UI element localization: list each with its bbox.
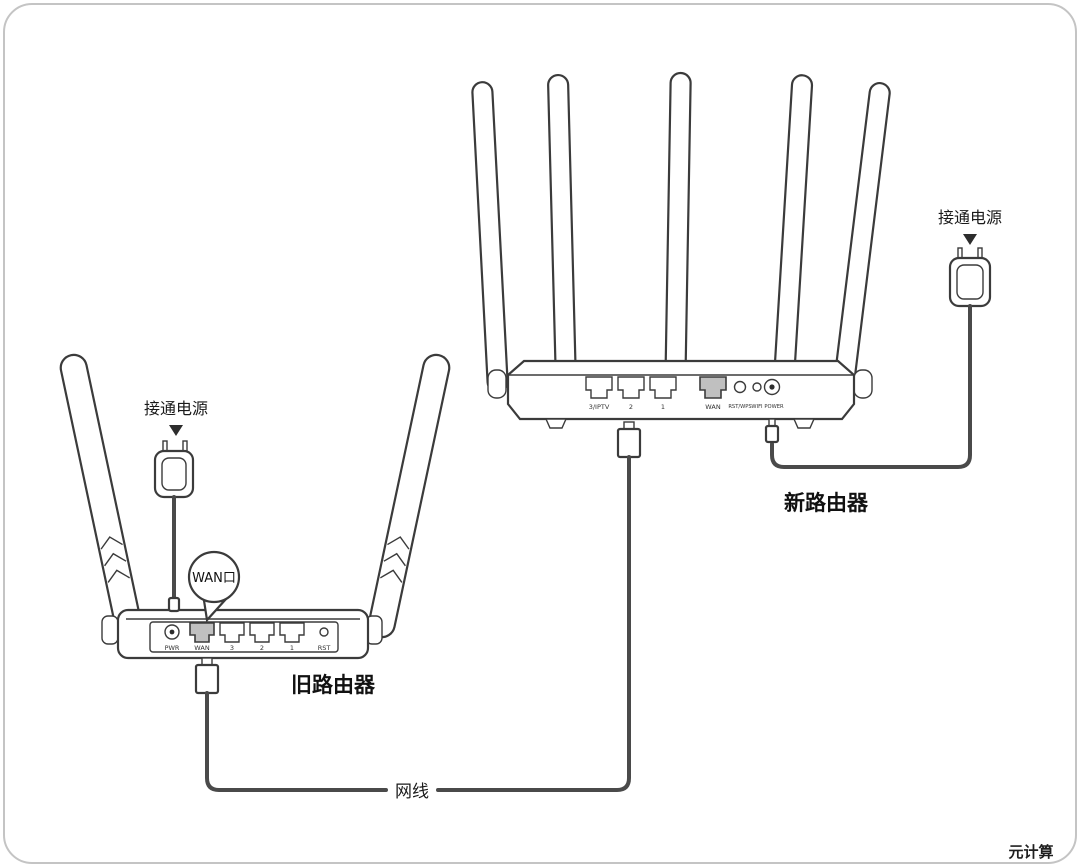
port-label: WAN [705, 403, 721, 411]
power-label: 接通电源 [144, 399, 208, 418]
new-router: 3/IPTV 2 1 WAN RST/WPS WIFI POWER 接通电源 新… [471, 71, 1002, 515]
watermark: 元计算 [1008, 843, 1053, 861]
lan-port-3 [585, 376, 613, 399]
port-label: POWER [764, 404, 784, 410]
old-router-name: 旧路由器 [291, 673, 376, 697]
antenna-icon [547, 73, 577, 392]
wan-port [189, 622, 215, 643]
signal-chevron-icon [387, 536, 410, 550]
wan-callout: WAN口 [187, 550, 241, 623]
port-label: 2 [629, 403, 633, 411]
port-label: 3/IPTV [589, 403, 610, 411]
lan-port-2 [617, 376, 645, 399]
power-cable [770, 304, 972, 469]
power-jack-pin [769, 384, 775, 390]
callout-bubble [187, 550, 241, 604]
old-router-ports: PWR WAN 3 2 1 RST [164, 622, 331, 652]
down-arrow-icon [963, 234, 977, 245]
port-label: 1 [290, 644, 294, 652]
antenna-hinge [853, 369, 873, 399]
new-router-body [506, 359, 856, 421]
port-label: PWR [165, 644, 180, 652]
port-label: WIFI [751, 404, 763, 410]
antenna-icon [833, 81, 891, 393]
callout-label: WAN口 [192, 571, 236, 586]
antenna-body [367, 353, 451, 639]
signal-chevron-icon [383, 552, 406, 567]
port-label: RST/WPS [728, 404, 751, 410]
wifi-button [752, 382, 762, 392]
antenna-icon [59, 353, 143, 639]
signal-chevron-icon [100, 536, 123, 550]
plug-body [616, 427, 642, 459]
port-label: 2 [260, 644, 264, 652]
antenna-icon [367, 353, 451, 639]
lan-port-1 [649, 376, 677, 399]
antenna-body [59, 353, 143, 639]
antenna-icon [772, 74, 814, 391]
power-adapter-inner [956, 264, 984, 300]
lan-port-1 [279, 622, 305, 643]
plug-body [194, 663, 220, 695]
down-arrow-icon [169, 425, 183, 436]
antenna-icon [664, 71, 692, 393]
lan-port-3 [219, 622, 245, 643]
rst-wps-button [733, 380, 747, 394]
page-border [3, 3, 1077, 864]
cable-segment [436, 455, 631, 792]
new-router-ports: 3/IPTV 2 1 WAN RST/WPS WIFI POWER [585, 376, 784, 411]
signal-chevron-icon [380, 569, 403, 583]
antenna-icon [471, 81, 509, 393]
network-cable: 网线 [205, 455, 631, 802]
antenna-hinge [101, 615, 119, 645]
cable-segment [205, 691, 388, 792]
cable-label: 网线 [395, 782, 429, 802]
ethernet-plug-icon [616, 421, 642, 459]
port-label: 1 [661, 403, 665, 411]
pwr-jack-pin [169, 629, 175, 635]
port-label: RST [318, 644, 331, 652]
signal-chevron-icon [104, 552, 127, 567]
wan-port [699, 376, 727, 399]
old-router-power-adapter: 接通电源 [144, 399, 208, 613]
antenna-hinge [487, 369, 507, 399]
old-router: PWR WAN 3 2 1 RST WAN口 接通电源 [59, 353, 451, 697]
signal-chevron-icon [107, 569, 130, 583]
power-adapter-inner [161, 457, 187, 491]
power-label: 接通电源 [938, 208, 1002, 227]
dc-plug-barrel [167, 596, 181, 613]
router-foot [792, 418, 816, 429]
dc-plug-barrel [764, 424, 780, 444]
new-router-power-adapter: 接通电源 [764, 208, 1002, 469]
new-router-name: 新路由器 [784, 491, 869, 515]
router-foot [544, 418, 568, 429]
lan-port-2 [249, 622, 275, 643]
ethernet-plug-icon [194, 657, 220, 695]
port-label: 3 [230, 644, 234, 652]
rst-button [319, 627, 329, 637]
port-label: WAN [194, 644, 210, 652]
